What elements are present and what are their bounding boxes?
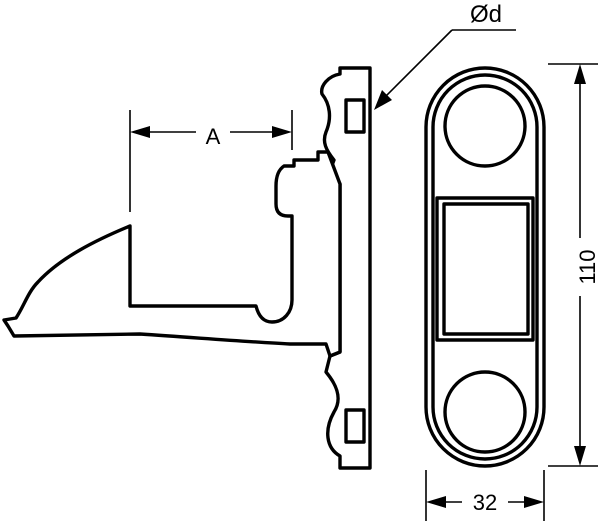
dimension-a: A: [129, 110, 293, 212]
front-view: [424, 66, 546, 468]
center-slot-inner: [442, 202, 530, 336]
upper-mounting-hole: [443, 84, 527, 168]
upper-screw-pocket: [344, 98, 366, 134]
dimension-width: 32: [425, 470, 545, 521]
dimension-height: 110: [548, 63, 600, 467]
lower-screw-pocket: [344, 408, 366, 444]
obround-plate-outer: [424, 66, 546, 468]
side-view: [2, 66, 372, 470]
dim-diameter-label: Ød: [470, 1, 502, 28]
diameter-callout: Ød: [374, 1, 516, 110]
latch-hook-profile: [2, 150, 342, 358]
lower-mounting-hole: [443, 370, 527, 454]
dim-a-label: A: [206, 124, 221, 149]
dim-width-label: 32: [473, 490, 497, 515]
center-slot-outer: [435, 196, 535, 342]
obround-plate-inner: [431, 73, 539, 461]
dim-height-label: 110: [575, 249, 600, 284]
